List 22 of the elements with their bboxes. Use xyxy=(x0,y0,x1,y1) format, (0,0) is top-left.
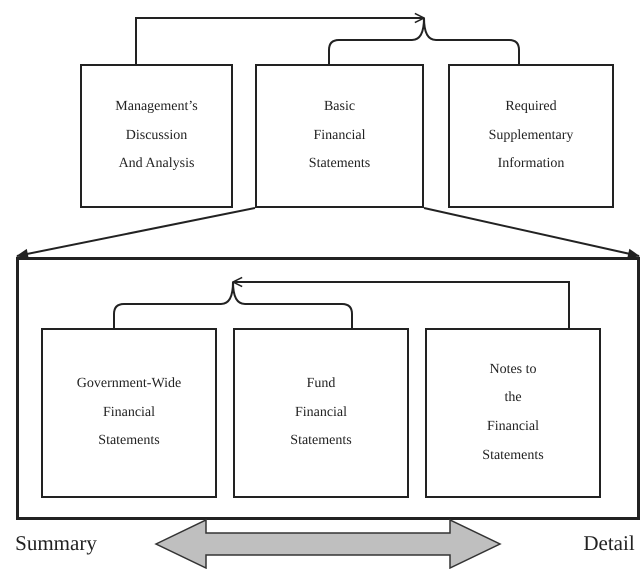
statement-box xyxy=(425,328,601,498)
box-label: Government-Wide Financial Statements xyxy=(76,374,182,450)
statement-box xyxy=(255,64,424,208)
statement-box xyxy=(80,64,233,208)
box-label: Required Supplementary Information xyxy=(488,98,574,174)
curly-brace xyxy=(328,17,520,64)
box-label: Fund Financial Statements xyxy=(290,374,352,450)
statement-box xyxy=(233,328,409,498)
box-label: Management’s Discussion And Analysis xyxy=(115,98,198,174)
statement-box xyxy=(41,328,217,498)
scale-label: Detail xyxy=(583,531,635,557)
box-label: Basic Financial Statements xyxy=(308,98,370,174)
arrow xyxy=(232,276,570,328)
double-arrow xyxy=(154,518,502,569)
box-label: Notes to the Financial Statements xyxy=(482,360,544,465)
statement-box xyxy=(448,64,614,208)
scale-label: Summary xyxy=(15,531,97,557)
group-frame xyxy=(16,257,640,520)
curly-brace xyxy=(113,281,353,328)
arrow xyxy=(424,207,640,258)
arrow xyxy=(135,12,425,64)
arrow xyxy=(16,207,256,259)
